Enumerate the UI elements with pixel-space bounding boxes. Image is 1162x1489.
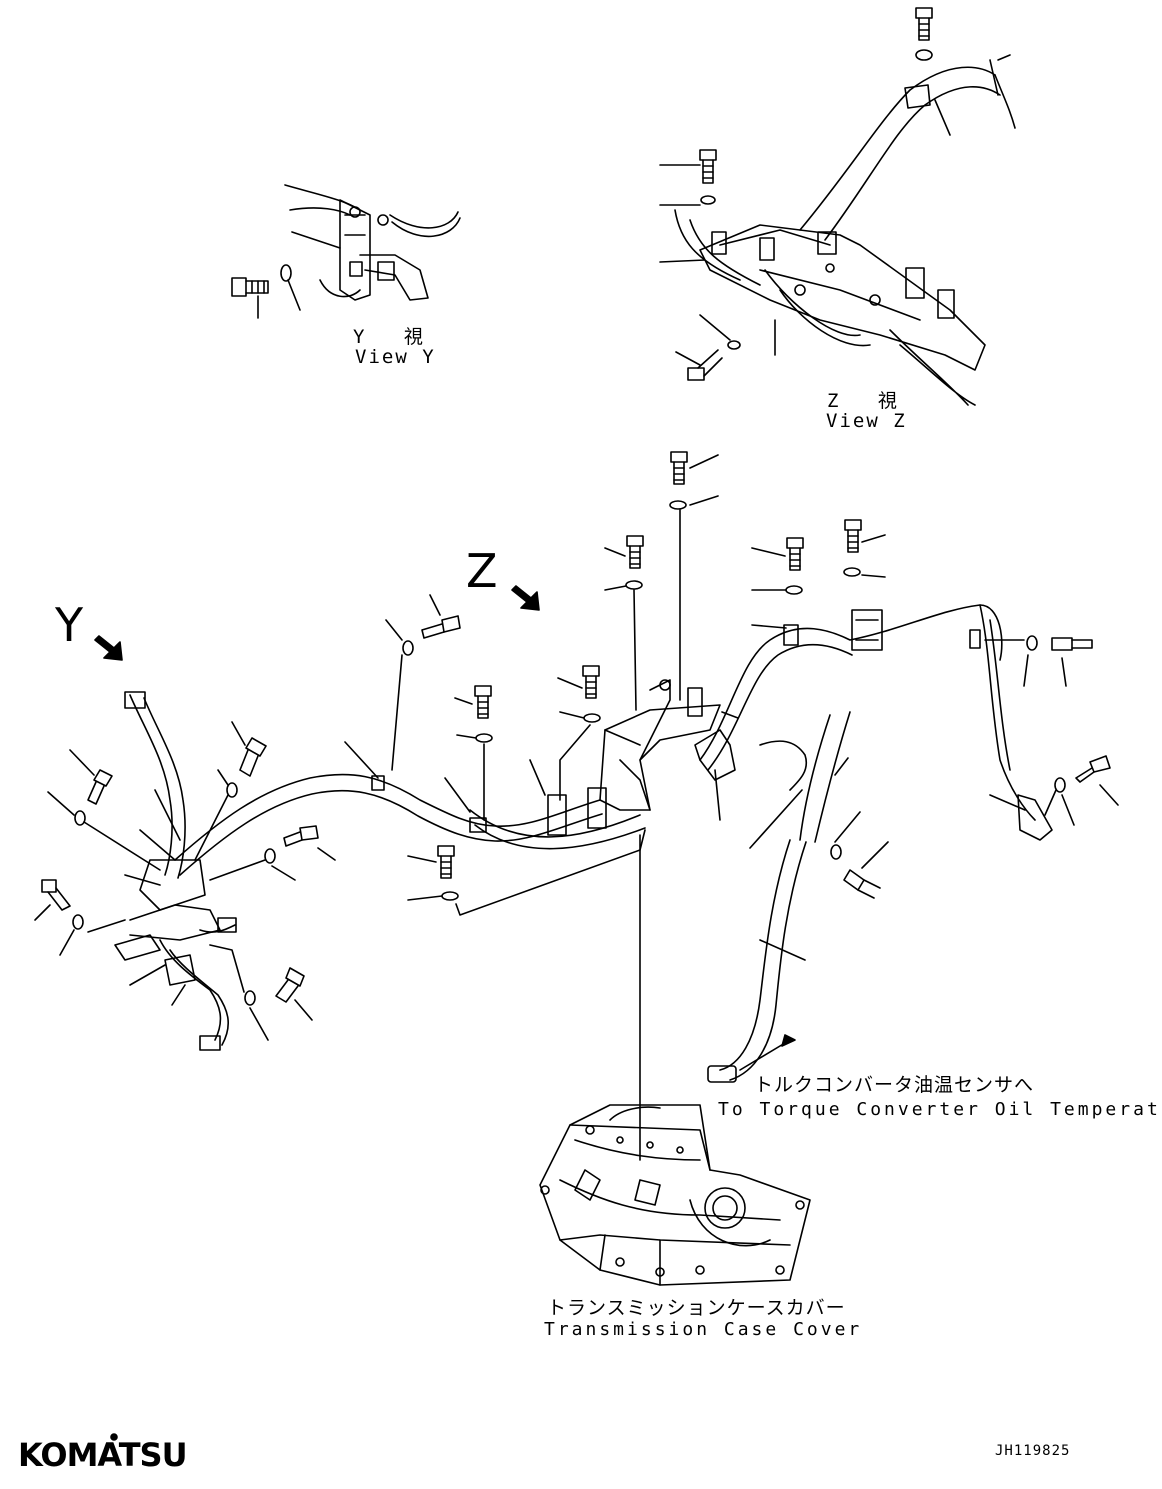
view-y-label-en: View Y bbox=[355, 346, 436, 368]
washer-icon bbox=[72, 914, 84, 930]
arrow-z-icon bbox=[511, 585, 540, 611]
bolt-icon bbox=[915, 7, 933, 41]
washer-icon bbox=[915, 49, 933, 61]
case-cover-label-en: Transmission Case Cover bbox=[544, 1319, 863, 1340]
washer-icon bbox=[700, 195, 716, 205]
bolt-icon bbox=[786, 537, 804, 571]
bolt-icon bbox=[474, 685, 492, 719]
washer-icon bbox=[475, 733, 493, 743]
arrow-y-icon bbox=[94, 635, 123, 661]
bolt-icon bbox=[239, 737, 267, 777]
bolt-icon bbox=[231, 277, 269, 297]
document-id: JH119825 bbox=[995, 1443, 1071, 1459]
bolt-icon bbox=[582, 665, 600, 699]
washer-icon bbox=[402, 640, 414, 656]
washer-icon bbox=[1054, 777, 1066, 793]
washer-icon bbox=[264, 848, 276, 864]
view-y-detail bbox=[231, 184, 461, 319]
bolt-icon bbox=[699, 149, 717, 184]
view-y-label-jp: Y 視 bbox=[353, 326, 437, 348]
washer-icon bbox=[226, 782, 238, 798]
bolt-icon bbox=[87, 769, 113, 805]
bolt-icon bbox=[275, 967, 305, 1003]
washer-icon bbox=[244, 990, 256, 1006]
bolt-icon bbox=[1075, 755, 1111, 783]
washer-icon bbox=[583, 713, 601, 723]
view-z-label-en: View Z bbox=[826, 410, 907, 432]
bolt-icon bbox=[41, 879, 71, 911]
washer-icon bbox=[669, 500, 687, 510]
washer-icon bbox=[441, 891, 459, 901]
bolt-icon bbox=[687, 349, 723, 381]
washer-icon bbox=[625, 580, 643, 590]
bolt-icon bbox=[1051, 637, 1093, 651]
case-cover-label-jp: トランスミッションケースカバー bbox=[547, 1297, 846, 1319]
bolt-icon bbox=[670, 451, 688, 485]
main-harness-assembly bbox=[34, 451, 1119, 1161]
bolt-icon bbox=[437, 845, 455, 879]
direction-marker-z: Z bbox=[466, 544, 498, 598]
view-z-label-jp: Z 視 bbox=[827, 390, 911, 412]
view-z-detail bbox=[659, 7, 1016, 406]
washer-icon bbox=[74, 810, 86, 826]
direction-marker-y: Y bbox=[55, 598, 84, 652]
washer-icon bbox=[785, 585, 803, 595]
washer-icon bbox=[843, 567, 861, 577]
sensor-connector bbox=[707, 1065, 737, 1083]
bolt-icon bbox=[626, 535, 644, 569]
washer-icon bbox=[727, 340, 741, 350]
torque-sensor-label-en: To Torque Converter Oil Temperature Sens… bbox=[718, 1099, 1162, 1120]
washer-icon bbox=[280, 264, 292, 282]
bolt-icon bbox=[283, 825, 319, 847]
transmission-case-cover bbox=[539, 1104, 811, 1286]
washer-icon bbox=[830, 844, 842, 860]
torque-sensor-label-jp: トルクコンバータ油温センサへ bbox=[754, 1074, 1035, 1096]
komatsu-logo: KOMATSU bbox=[18, 1436, 188, 1474]
bolt-icon bbox=[844, 519, 862, 553]
bolt-icon bbox=[421, 615, 461, 639]
washer-icon bbox=[1026, 635, 1038, 651]
bolt-icon bbox=[843, 869, 881, 899]
logo-accent bbox=[110, 1433, 118, 1441]
